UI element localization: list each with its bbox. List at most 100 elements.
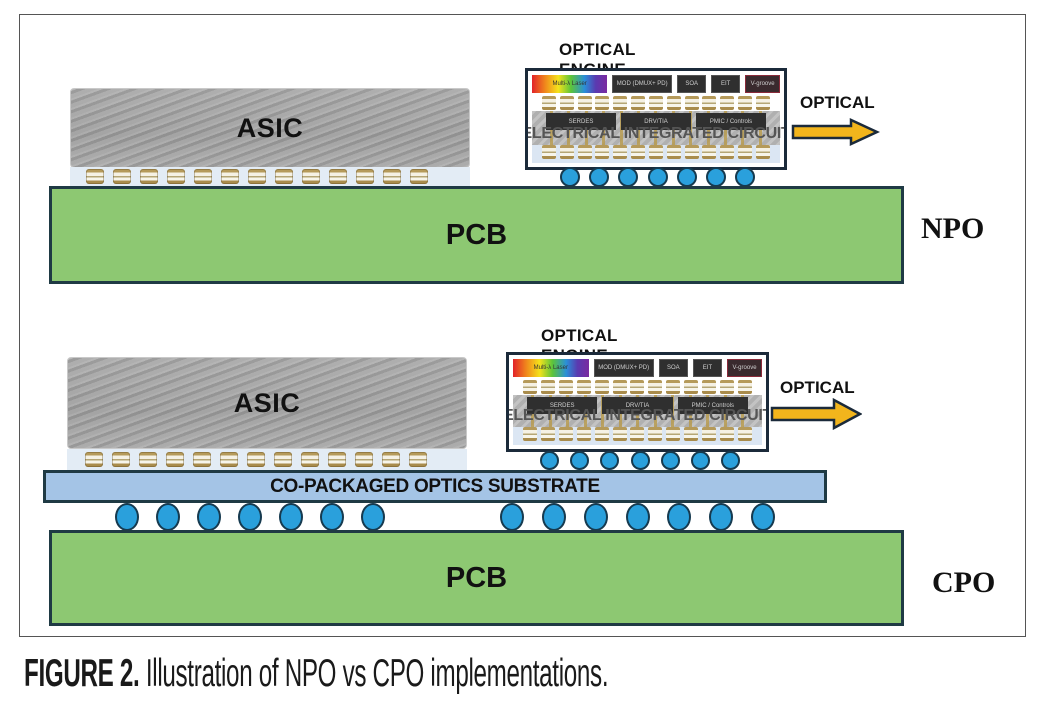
cpo-lower-pin-row xyxy=(523,427,752,441)
micro-pin xyxy=(719,427,734,441)
cpo-substrate-solder-ball xyxy=(279,503,303,531)
cpo-engine-solder-ball xyxy=(630,451,650,470)
micro-pin xyxy=(523,427,537,441)
micro-bump xyxy=(166,452,184,467)
cpo-engine-solder-ball xyxy=(721,451,740,470)
cpo-eic-subchip: PMIC / Controls xyxy=(677,397,748,414)
figure-caption-text: Illustration of NPO vs CPO implementatio… xyxy=(139,652,609,695)
cpo-photonic-chip: EIT xyxy=(692,359,723,377)
micro-bump xyxy=(220,452,238,467)
cpo-photonic-chip: SOA xyxy=(658,359,688,377)
micro-pin xyxy=(684,380,699,394)
micro-pin xyxy=(559,96,574,110)
micro-bump xyxy=(355,452,373,467)
cpo-asic-label: ASIC xyxy=(233,387,301,418)
micro-bump xyxy=(328,452,346,467)
micro-bump xyxy=(274,452,292,467)
npo-lower-pin-row xyxy=(542,145,770,159)
cpo-optical-arrow-icon xyxy=(770,398,862,430)
micro-bump xyxy=(356,169,374,184)
cpo-pcb-label: PCB xyxy=(445,561,508,594)
npo-implementation-label: NPO xyxy=(921,212,985,245)
micro-pin xyxy=(666,380,681,394)
cpo-substrate-solder-ball xyxy=(709,503,734,531)
micro-pin xyxy=(577,145,592,159)
micro-bump xyxy=(140,169,158,184)
micro-bump xyxy=(139,452,157,467)
npo-engine-solder-ball xyxy=(618,167,639,187)
micro-pin xyxy=(612,380,627,394)
micro-pin xyxy=(631,145,646,159)
micro-pin xyxy=(595,96,610,110)
figure-caption: FIGURE 2. Illustration of NPO vs CPO imp… xyxy=(24,652,609,696)
npo-upper-pin-row xyxy=(542,96,770,110)
npo-optical-arrow-icon xyxy=(791,118,880,146)
micro-pin xyxy=(755,145,770,159)
micro-pin xyxy=(702,427,717,441)
micro-pin xyxy=(666,145,681,159)
micro-pin xyxy=(576,427,591,441)
cpo-eic-label: ELECTRICAL INTEGRATED CIRCUIT xyxy=(506,407,769,424)
micro-pin xyxy=(684,96,699,110)
micro-pin xyxy=(719,380,734,394)
micro-pin xyxy=(595,145,610,159)
cpo-engine-solder-ball xyxy=(540,451,559,470)
micro-bump xyxy=(410,169,428,184)
cpo-substrate-solder-ball xyxy=(115,503,139,531)
micro-pin xyxy=(558,380,573,394)
micro-pin xyxy=(648,380,663,394)
micro-pin xyxy=(702,380,717,394)
cpo-eic-subchip: DRV/TIA xyxy=(602,397,673,414)
micro-pin xyxy=(540,427,555,441)
figure-caption-prefix: FIGURE 2. xyxy=(24,652,140,695)
micro-pin xyxy=(666,96,681,110)
cpo-substrate-solder-ball xyxy=(500,503,524,531)
micro-bump xyxy=(382,452,400,467)
npo-engine-solder-ball xyxy=(676,167,697,187)
micro-pin xyxy=(684,145,699,159)
micro-pin xyxy=(702,145,717,159)
micro-pin xyxy=(738,145,753,159)
npo-engine-solder-ball xyxy=(647,167,668,187)
cpo-photonic-chip: V-groove xyxy=(727,359,762,377)
npo-engine-solder-ball xyxy=(560,167,580,187)
npo-photonic-chip: MOD (DMUX+ PD) xyxy=(612,75,673,93)
micro-bump xyxy=(275,169,293,184)
npo-eic-subchip: PMIC / Controls xyxy=(696,113,766,130)
micro-pin xyxy=(755,96,770,110)
micro-bump xyxy=(247,452,265,467)
micro-pin xyxy=(720,96,735,110)
cpo-substrate-solder-balls-left xyxy=(115,503,385,533)
micro-bump xyxy=(329,169,347,184)
cpo-substrate-solder-ball xyxy=(197,503,221,531)
cpo-pcb: PCB xyxy=(49,530,904,626)
micro-pin xyxy=(594,427,609,441)
micro-pin xyxy=(540,380,555,394)
cpo-substrate-solder-ball xyxy=(361,503,385,531)
micro-pin xyxy=(630,380,645,394)
cpo-eic-subchip: SERDES xyxy=(527,397,598,414)
micro-bump xyxy=(302,169,320,184)
npo-photonic-chip: V-groove xyxy=(745,75,780,93)
cpo-substrate-solder-ball xyxy=(583,503,608,531)
npo-photonic-chip: EIT xyxy=(711,75,741,93)
micro-bump xyxy=(167,169,185,184)
cpo-engine-solder-ball xyxy=(660,451,680,470)
micro-pin xyxy=(648,427,663,441)
micro-pin xyxy=(576,380,591,394)
cpo-optical-output-label: OPTICAL xyxy=(780,378,855,397)
npo-asic: ASIC xyxy=(70,88,470,168)
micro-pin xyxy=(737,427,752,441)
micro-pin xyxy=(613,96,628,110)
micro-bump xyxy=(409,452,427,467)
micro-bump xyxy=(112,452,130,467)
npo-engine-solder-ball xyxy=(589,167,610,187)
micro-pin xyxy=(648,96,663,110)
npo-engine-solder-ball xyxy=(705,167,726,187)
micro-pin xyxy=(702,96,717,110)
micro-pin xyxy=(738,96,753,110)
